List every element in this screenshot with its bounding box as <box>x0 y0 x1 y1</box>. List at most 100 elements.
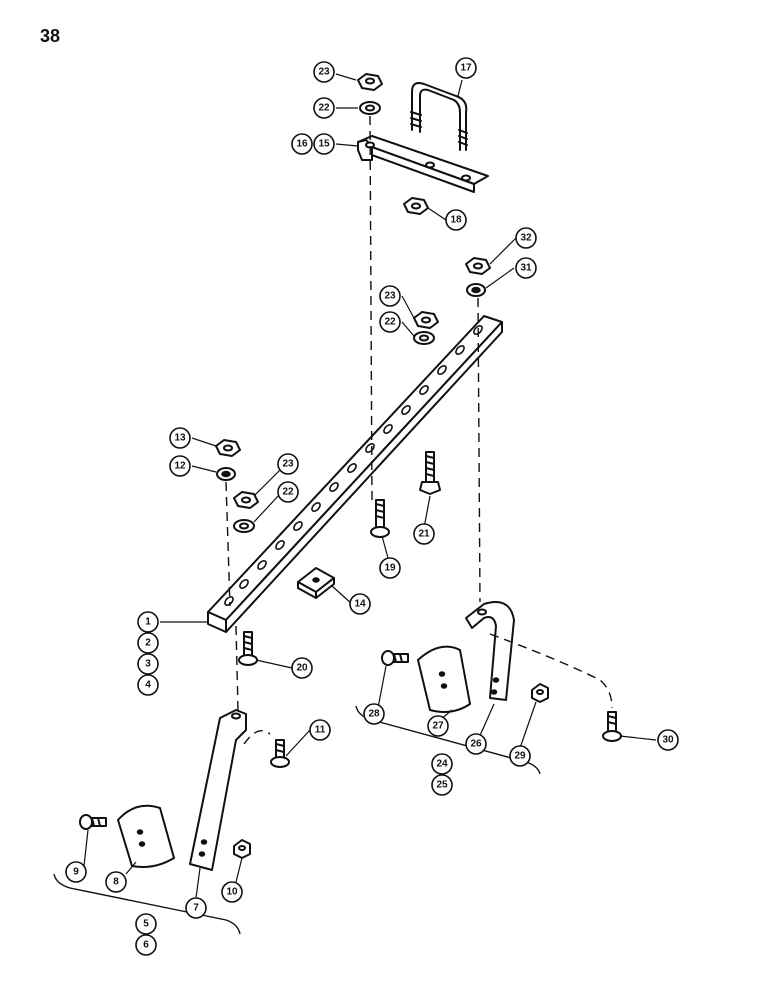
left-shank-7 <box>189 709 247 871</box>
callout-1: 1 <box>137 611 159 633</box>
callout-label: 21 <box>418 529 430 540</box>
hex-nut-13 <box>215 439 241 457</box>
callout-label: 19 <box>384 563 396 574</box>
callout-6: 6 <box>135 934 157 956</box>
callout-30: 30 <box>657 729 679 751</box>
callout-29: 29 <box>509 745 531 767</box>
callout-7: 7 <box>185 897 207 919</box>
carriage-bolt-20 <box>238 631 258 666</box>
callout-label: 30 <box>662 735 674 746</box>
callout-label: 26 <box>470 739 482 750</box>
assembly-lines <box>225 115 613 745</box>
callout-label: 31 <box>520 263 532 274</box>
callout-21: 21 <box>413 523 435 545</box>
u-bolt <box>410 82 468 151</box>
callout-label: 5 <box>143 919 149 930</box>
hex-nut-23-top <box>357 73 383 91</box>
washer-22-mid <box>413 331 435 345</box>
callout-label: 3 <box>145 659 151 670</box>
callout-22-left: 22 <box>277 481 299 503</box>
bracket-left-assembly <box>53 873 241 935</box>
callout-28: 28 <box>363 703 385 725</box>
callout-25: 25 <box>431 774 453 796</box>
bolt-28 <box>381 650 409 666</box>
callout-label: 8 <box>113 877 119 888</box>
callout-20: 20 <box>291 657 313 679</box>
callout-label: 10 <box>226 887 238 898</box>
callout-label: 14 <box>354 599 366 610</box>
washer-22-top <box>359 101 381 115</box>
callout-label: 16 <box>296 139 308 150</box>
square-nut-14 <box>297 567 335 599</box>
main-slotted-bar <box>207 315 503 633</box>
callout-label: 13 <box>174 433 186 444</box>
callout-26: 26 <box>465 733 487 755</box>
callout-label: 22 <box>384 317 396 328</box>
callout-23-top: 23 <box>313 61 335 83</box>
callout-12: 12 <box>169 455 191 477</box>
callout-label: 22 <box>282 487 294 498</box>
callout-13: 13 <box>169 427 191 449</box>
hex-nut-23-left <box>233 491 259 509</box>
callout-label: 6 <box>143 940 149 951</box>
callout-22-top: 22 <box>313 97 335 119</box>
page-number: 38 <box>40 26 61 46</box>
leader-lines <box>83 73 657 899</box>
callout-9: 9 <box>65 861 87 883</box>
callout-4: 4 <box>137 674 159 696</box>
callout-label: 28 <box>368 709 380 720</box>
callout-31: 31 <box>515 257 537 279</box>
shovel-8 <box>117 804 175 868</box>
callout-label: 23 <box>282 459 294 470</box>
callout-label: 32 <box>520 233 532 244</box>
callout-24: 24 <box>431 753 453 775</box>
callout-label: 12 <box>174 461 186 472</box>
bolt-9 <box>79 814 107 830</box>
callout-22-mid: 22 <box>379 311 401 333</box>
callout-label: 25 <box>436 780 448 791</box>
bracket-right-assembly <box>355 705 541 775</box>
hex-nut-18 <box>403 197 429 215</box>
callout-label: 20 <box>296 663 308 674</box>
callout-11: 11 <box>309 719 331 741</box>
callout-label: 29 <box>514 751 526 762</box>
callout-label: 9 <box>73 867 79 878</box>
hex-bolt-21 <box>419 451 441 495</box>
callout-3: 3 <box>137 653 159 675</box>
callout-label: 23 <box>318 67 330 78</box>
bolt-11 <box>270 739 290 768</box>
callout-label: 18 <box>450 215 462 226</box>
callout-label: 17 <box>460 63 472 74</box>
nut-29 <box>531 683 549 703</box>
callout-23-mid: 23 <box>379 285 401 307</box>
callout-10: 10 <box>221 881 243 903</box>
lock-washer-31 <box>466 283 486 297</box>
callout-8: 8 <box>105 871 127 893</box>
nut-10 <box>233 839 251 859</box>
callout-5: 5 <box>135 913 157 935</box>
callout-label: 4 <box>145 680 151 691</box>
callout-label: 15 <box>318 139 330 150</box>
callout-label: 1 <box>145 617 151 628</box>
callout-label: 22 <box>318 103 330 114</box>
callout-label: 27 <box>432 721 444 732</box>
callout-14: 14 <box>349 593 371 615</box>
carriage-bolt-19 <box>370 499 390 538</box>
callout-label: 2 <box>145 638 151 649</box>
callout-27: 27 <box>427 715 449 737</box>
bolt-30 <box>602 711 622 742</box>
washer-12 <box>216 467 236 481</box>
callout-18: 18 <box>445 209 467 231</box>
hex-nut-32 <box>465 257 491 275</box>
clamp-plate <box>357 135 489 193</box>
callout-label: 11 <box>315 725 326 736</box>
washer-22-left <box>233 519 255 533</box>
hex-nut-23-mid <box>413 311 439 329</box>
callout-19: 19 <box>379 557 401 579</box>
callout-16: 16 <box>291 133 313 155</box>
callout-15: 15 <box>313 133 335 155</box>
callout-32: 32 <box>515 227 537 249</box>
shovel-27 <box>417 645 471 713</box>
